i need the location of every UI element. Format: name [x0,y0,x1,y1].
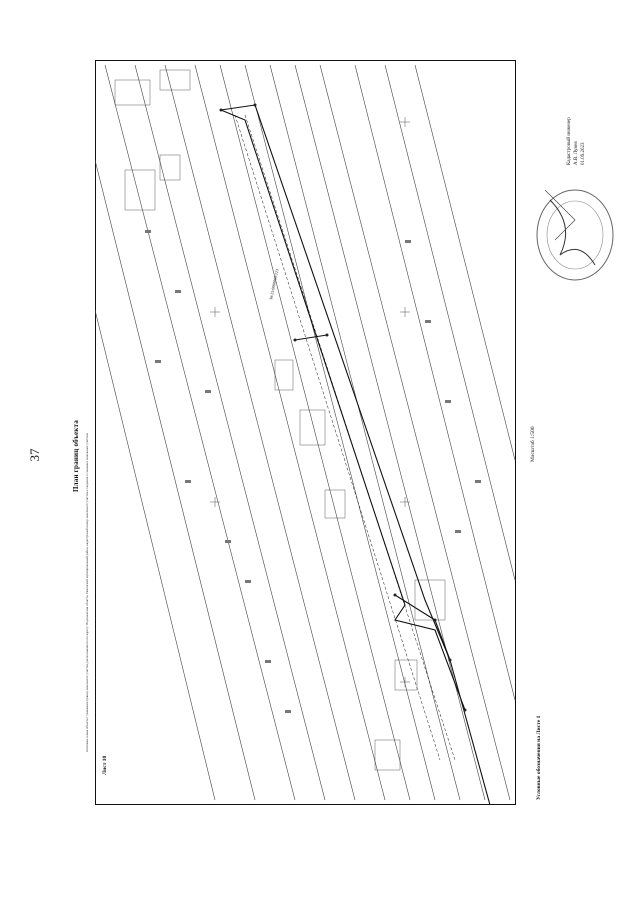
official-stamp-seal [536,189,614,281]
legend-note: Условные обозначения на Листе 1 [536,715,542,800]
plan-description: Описание плана объекта с указанием грани… [85,432,89,752]
map-annotations [145,230,481,713]
signature-scribble [549,199,596,266]
grid-crosses [210,117,410,687]
parcel-number: 36:25:0000000:123 [268,269,279,301]
signature-role: Кадастровый инженер [567,117,572,165]
signature-date: 01.09.2023 [581,142,586,166]
scale-label: Масштаб 1:500 [530,426,536,462]
page-number: 37 [27,448,42,462]
plan-title: План границ объекта [72,420,80,492]
sheet-label: Лист 10 [102,755,108,775]
map-border [95,60,516,805]
centerline [234,114,456,761]
signature-block: Кадастровый инженер А.В. Лунев 01.09.202… [566,117,587,165]
signature-name: А.В. Лунев [574,141,579,165]
boundary-points [219,103,467,712]
building-outlines [114,69,446,771]
survey-map: 36:25:0000000:123 [95,60,516,805]
